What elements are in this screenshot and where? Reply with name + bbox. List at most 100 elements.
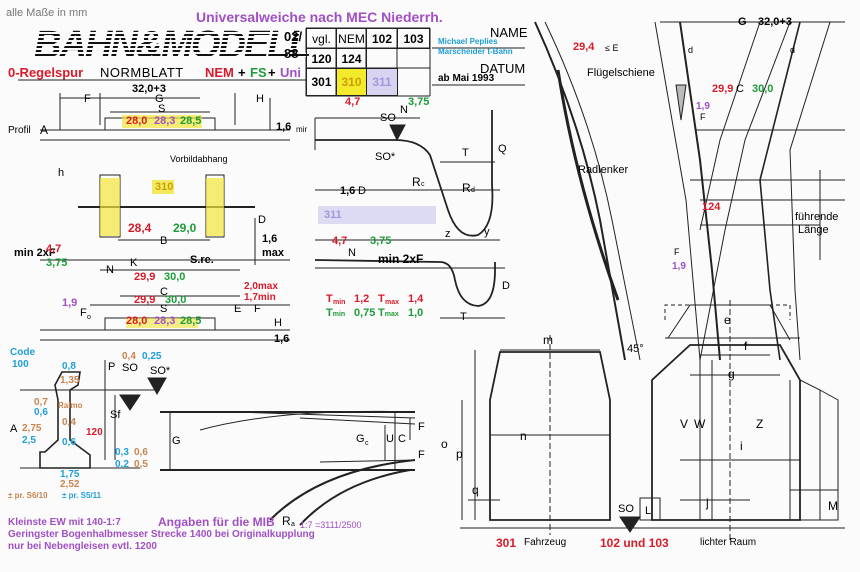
min-2xF-label: min 2xF [378, 252, 424, 266]
label-C: C [398, 433, 406, 445]
value-28-3: 28,3 [154, 115, 176, 127]
label-E: E [234, 303, 242, 315]
value-30-0: 30,0 [164, 271, 186, 283]
label-D: D [258, 214, 266, 226]
label-e: e [724, 313, 731, 327]
value-1-6-max: 1,6 [262, 233, 278, 245]
value-2-0-max: 2,0max [244, 281, 278, 292]
profil-label: Profil [8, 125, 31, 136]
subscript-max: max [385, 299, 400, 306]
label-f: f [744, 339, 748, 353]
fuehrende-label: führende [795, 211, 839, 223]
pr-s6-label: ± pr. S6/10 [8, 491, 48, 500]
plus-sign: + [238, 65, 246, 80]
label-T-max: T [378, 293, 385, 305]
label-W: W [694, 417, 706, 431]
value-2-5: 2,5 [22, 435, 36, 446]
value-0-4: 0,4 [122, 351, 136, 362]
label-C: C [736, 83, 744, 95]
label-y: y [484, 226, 490, 238]
code-100: 100 [12, 359, 29, 370]
label-SO: SO [380, 112, 396, 124]
cell-120: 120 [306, 48, 337, 69]
label-o: o [441, 437, 448, 451]
min-label: mir [296, 125, 308, 134]
value-124: 124 [702, 201, 721, 213]
value-102-und-103: 102 und 103 [600, 536, 669, 550]
value-30-0: 30,0 [752, 83, 774, 95]
label-T: T [460, 311, 467, 323]
cell-310: 310 [336, 68, 367, 96]
label-F: F [418, 421, 425, 433]
value-29-4: 29,4 [573, 41, 595, 53]
label-Fo: F [80, 307, 87, 319]
value-29-9: 29,9 [712, 83, 734, 95]
pr-s5-label: ± pr. S5/11 [62, 491, 102, 500]
value-0-5: 0,5 [134, 459, 148, 470]
value-28-5: 28,5 [180, 315, 202, 327]
label-g: g [728, 367, 735, 381]
value-3-75: 3,75 [370, 235, 392, 247]
value-0-6: 0,6 [62, 437, 76, 448]
label-H: H [256, 93, 264, 105]
value-0-7: 0,7 [34, 397, 48, 408]
label-310: 310 [155, 181, 174, 193]
label-m: m [543, 333, 553, 347]
ratio-label: 1:7 =3111/2500 [300, 520, 362, 530]
label-T-max-green: Tmax [378, 307, 399, 319]
label-i: i [740, 439, 743, 453]
label-A: A [40, 123, 49, 137]
subscript-o: o [87, 314, 91, 321]
rail-profile [39, 371, 91, 469]
cell-103: 103 [397, 28, 430, 49]
cell-311: 311 [366, 68, 398, 96]
value-3-75: 3,75 [408, 96, 430, 108]
label-SO-star: SO* [375, 151, 396, 163]
issue-bottom: 88 [284, 46, 299, 61]
value-28-4: 28,4 [128, 221, 152, 235]
value-2-52: 2,52 [60, 479, 80, 490]
label-d: d [790, 45, 796, 55]
value-4-7: 4,7 [46, 243, 62, 255]
lichter-raum-label: lichter Raum [700, 537, 757, 548]
label-N: N [400, 104, 408, 116]
clearance-outline [651, 344, 801, 521]
nem-cell: NEM [336, 28, 367, 49]
nem-label: NEM [205, 65, 234, 80]
datum-label: DATUM [480, 61, 526, 76]
label-A: A [10, 423, 18, 435]
label-F: F [700, 112, 706, 122]
value-1-4: 1,4 [408, 293, 424, 305]
value-29-9: 29,9 [134, 271, 156, 283]
cell-102: 102 [366, 28, 398, 49]
label-Z: Z [756, 417, 764, 431]
radlenker-label: Radlenker [578, 164, 629, 176]
value-0-2: 0,2 [115, 459, 129, 470]
gauge-label: 0-Regelspur [8, 65, 84, 80]
label-T-min-green: Tmin [326, 307, 346, 319]
label-Ra: R [282, 514, 291, 528]
label-G: G [155, 93, 164, 105]
dim-32: 32,0+3 [758, 16, 792, 28]
le-E-label: ≤ E [605, 43, 619, 53]
measures-note: alle Maße in mm [6, 7, 88, 19]
label-T: T [462, 147, 469, 159]
value-4-7: 4,7 [345, 96, 361, 108]
fahrzeug-label: Fahrzeug [524, 537, 567, 548]
note-line-2: Geringster Bogenhalbmesser Strecke 1400 … [8, 529, 315, 540]
min-2xF-label: min 2xF [14, 247, 56, 259]
subscript-c: c [421, 181, 425, 188]
label-j: j [706, 496, 709, 510]
plus-sign: + [268, 65, 276, 80]
name-label: NAME [490, 25, 528, 40]
label-N: N [106, 264, 114, 276]
label-F: F [254, 303, 261, 315]
value-0-3: 0,3 [115, 447, 129, 458]
cell-124: 124 [336, 48, 367, 69]
mib-note: Angaben für die MIB [158, 515, 275, 529]
value-1-6: 1,6 [274, 333, 290, 345]
value-0-4: 0,4 [62, 417, 76, 428]
label-p: p [456, 447, 463, 461]
label-N: N [348, 247, 356, 259]
